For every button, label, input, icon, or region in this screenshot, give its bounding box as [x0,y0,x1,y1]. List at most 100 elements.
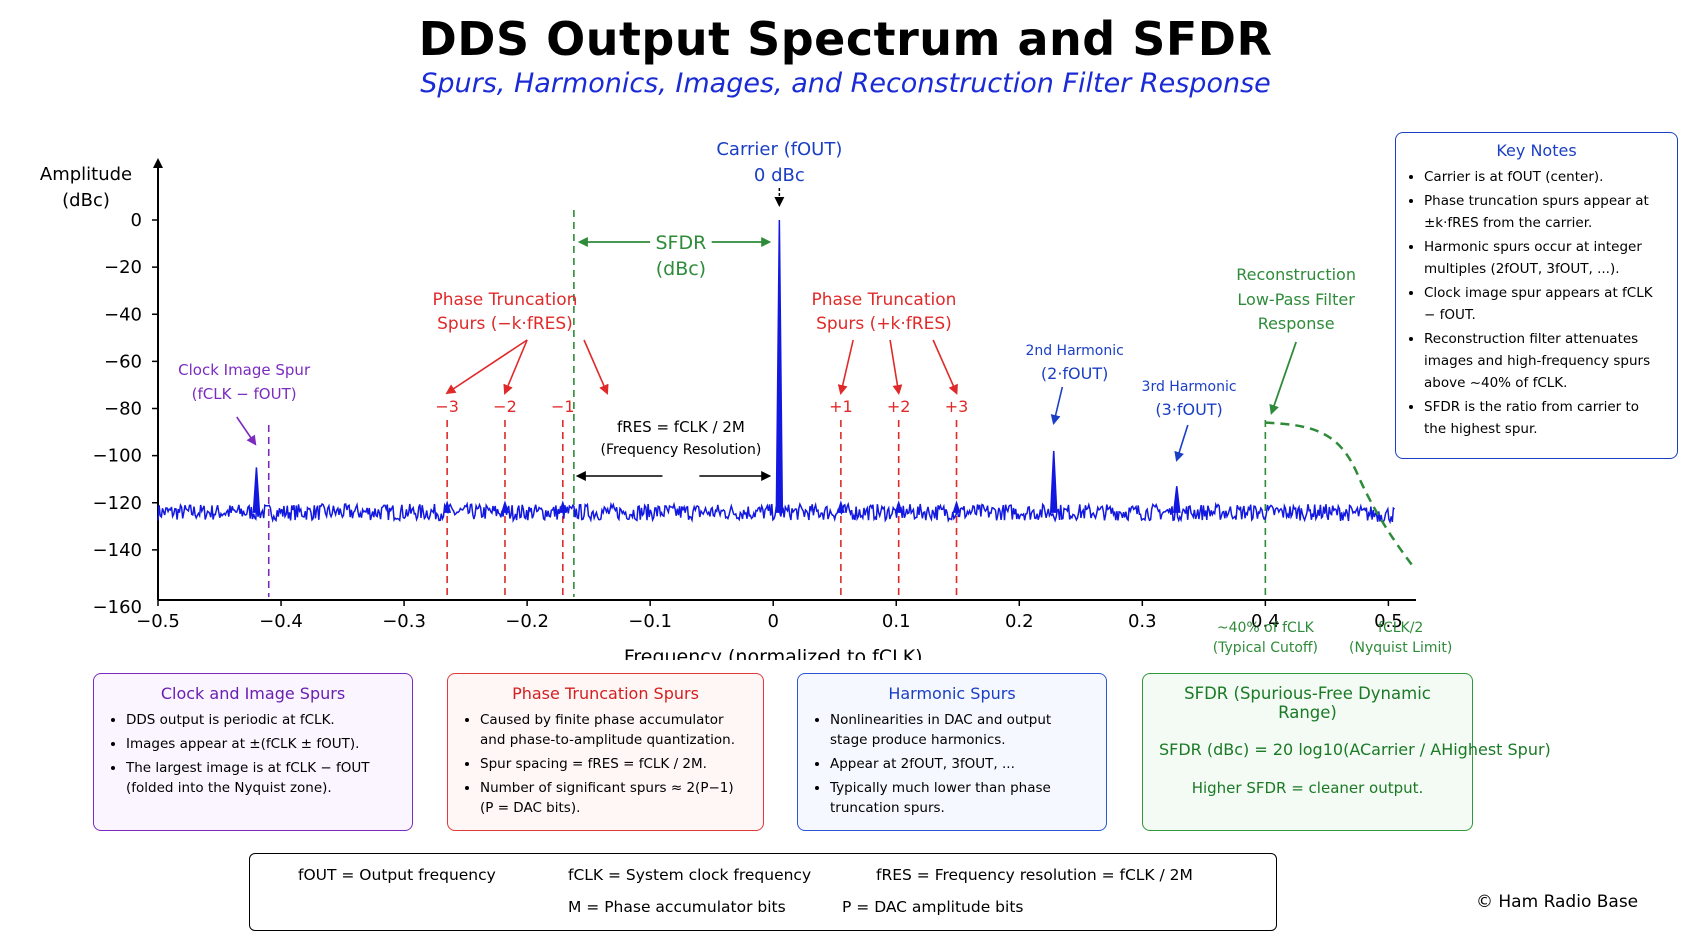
phase-spur-index: +3 [945,397,969,416]
harmonic-2-label: 2nd Harmonic [1025,343,1123,359]
y-tick-label: −40 [104,304,142,325]
sfdr-label: SFDR [656,232,707,254]
harmonic-spurs-box: Harmonic Spurs Nonlinearities in DAC and… [797,673,1107,831]
sfdr-unit-label: (dBc) [656,258,706,280]
phase-spur-arrow [445,339,528,395]
y-tick-label: −80 [104,399,142,420]
clock-image-arrow [236,416,257,446]
phase-truncation-box: Phase Truncation Spurs Caused by finite … [447,673,764,831]
phase-spur-peak [558,500,567,513]
y-axis-label: Amplitude [40,164,132,185]
phase-spur-peak [952,500,961,513]
carrier-spur-peak [775,219,784,513]
key-note-item: Clock image spur appears at fCLK − fOUT. [1424,282,1663,326]
copyright: © Ham Radio Base [1476,892,1639,912]
x-tick-label: 0.5 [1374,611,1403,632]
x-tick-label: −0.1 [628,611,672,632]
phase-truncation-right-label: Phase Truncation [811,290,956,310]
harmonic-spur-peak [1172,486,1181,513]
y-tick-label: −100 [93,446,142,467]
y-tick-label: −140 [93,540,142,561]
phase-spur-index: −2 [493,397,517,416]
y-tick-label: −160 [93,597,142,618]
harmonic-3-arrow [1174,424,1189,462]
y-tick-label: 0 [131,210,142,231]
box-item: The largest image is at fCLK − fOUT (fol… [126,758,396,798]
box-item: Appear at 2fOUT, 3fOUT, ... [830,754,1090,774]
legend-m: M = Phase accumulator bits [568,898,786,916]
phase-truncation-right-label: Spurs (+k·fRES) [816,314,952,334]
x-tick-label: 0.3 [1128,611,1157,632]
key-notes-box: Key Notes Carrier is at fOUT (center). P… [1395,132,1678,459]
x-tick-label: 0 [767,611,778,632]
box-title: Phase Truncation Spurs [512,684,699,703]
harmonic-2-arrow [1050,386,1064,425]
key-notes-list: Carrier is at fOUT (center). Phase trunc… [1410,166,1663,440]
box-item: Images appear at ±(fCLK ± fOUT). [126,734,396,754]
box-item: Typically much lower than phase truncati… [830,778,1090,818]
harmonic-3-label: 3rd Harmonic [1142,379,1237,395]
x-axis-label: Frequency (normalized to fCLK) [624,646,923,660]
y-tick-label: −20 [104,257,142,278]
legend-fout: fOUT = Output frequency [298,866,496,884]
spectrum-chart: Amplitude(dBc)0−20−40−60−80−100−120−140−… [40,139,1452,660]
box-title: Harmonic Spurs [888,684,1016,703]
sfdr-note: Higher SFDR = cleaner output. [1191,779,1424,797]
harmonic-2-label: (2·fOUT) [1041,364,1108,383]
key-note-item: Phase truncation spurs appear at ±k·fRES… [1424,190,1663,234]
key-note-item: Reconstruction filter attenuates images … [1424,328,1663,394]
key-note-item: Harmonic spurs occur at integer multiple… [1424,236,1663,280]
nyquist-label: fCLK/2 [1378,620,1423,636]
phase-spur-index: −3 [435,397,459,416]
fres-caption: (Frequency Resolution) [600,442,761,458]
x-tick-label: −0.3 [382,611,426,632]
box-title: Clock and Image Spurs [160,684,346,703]
cutoff-label: (Typical Cutoff) [1213,640,1318,656]
key-note-item: SFDR is the ratio from carrier to the hi… [1424,396,1663,440]
phase-spur-arrow [503,339,528,395]
box-item: Spur spacing = fRES = fCLK / 2M. [480,754,747,774]
box-item: DDS output is periodic at fCLK. [126,710,396,730]
symbol-legend: fOUT = Output frequency fCLK = System cl… [249,853,1277,931]
box-item: Nonlinearities in DAC and output stage p… [830,710,1090,750]
phase-spur-arrow [932,339,958,395]
filter-label: Reconstruction [1236,265,1356,284]
box-list: Nonlinearities in DAC and output stage p… [814,710,1090,818]
phase-spur-arrow [583,339,609,395]
nyquist-label: (Nyquist Limit) [1349,640,1452,656]
carrier-level-label: 0 dBc [754,165,805,186]
x-tick-label: −0.2 [505,611,549,632]
x-tick-label: −0.5 [136,611,180,632]
phase-spur-peak [836,500,845,513]
key-note-item: Carrier is at fOUT (center). [1424,166,1663,188]
phase-spur-peak [894,500,903,513]
y-axis-label: (dBc) [62,190,110,211]
carrier-label: Carrier (fOUT) [716,139,842,160]
filter-label: Low-Pass Filter [1237,290,1355,309]
sfdr-box: SFDR (Spurious-Free Dynamic Range) SFDR … [1142,673,1551,831]
y-tick-label: −120 [93,493,142,514]
y-tick-label: −60 [104,351,142,372]
image-spur-peak [252,467,261,513]
box-list: Caused by finite phase accumulator and p… [464,710,747,818]
x-tick-label: 0.1 [882,611,911,632]
phase-spur-arrow [837,339,854,395]
phase-spur-index: +1 [829,397,853,416]
x-tick-label: 0.4 [1251,611,1280,632]
filter-label: Response [1258,314,1335,333]
reconstruction-filter-curve [1265,421,1415,568]
page-title: DDS Output Spectrum and SFDR [418,12,1273,66]
clock-image-label: (fCLK − fOUT) [192,385,297,403]
phase-spur-index: +2 [887,397,911,416]
key-notes-title: Key Notes [1496,141,1577,160]
filter-arrow [1269,341,1297,415]
legend-p: P = DAC amplitude bits [842,898,1024,916]
box-item: Caused by finite phase accumulator and p… [480,710,747,750]
box-item: Number of significant spurs ≈ 2(P−1) (P … [480,778,747,818]
cutoff-label: ~40% of fCLK [1217,620,1315,636]
harmonic-3-label: (3·fOUT) [1155,400,1222,419]
clock-image-label: Clock Image Spur [178,361,311,379]
fres-label: fRES = fCLK / 2M [617,418,745,436]
page-subtitle: Spurs, Harmonics, Images, and Reconstruc… [420,68,1271,99]
x-tick-label: 0.2 [1005,611,1034,632]
